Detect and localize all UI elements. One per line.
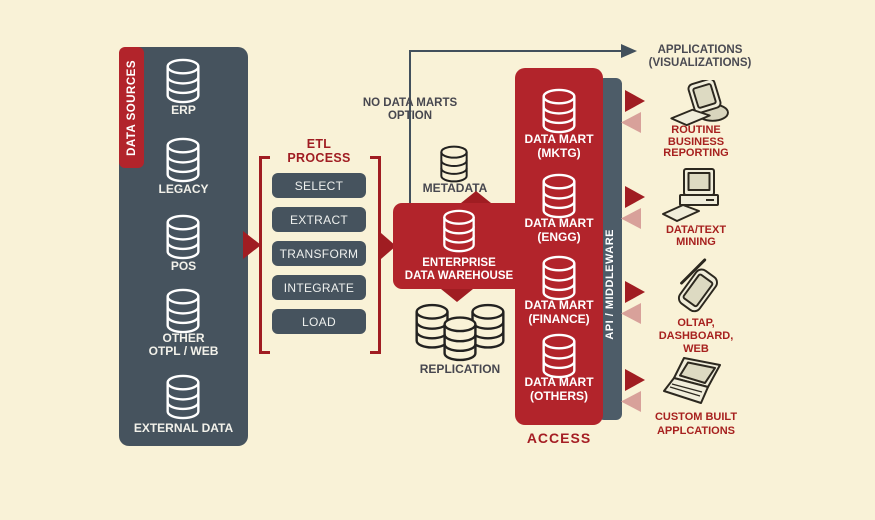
edw-to-replication-arrow (441, 289, 473, 302)
data-mart-database-icon (542, 88, 576, 134)
data-sources-tab: DATA SOURCES (119, 47, 144, 168)
etl-step-integrate: INTEGRATE (272, 275, 366, 300)
replication-label: REPLICATION (419, 362, 501, 376)
access-arrow-out-4 (625, 369, 645, 391)
database-icon (166, 214, 200, 260)
access-arrow-out-3 (625, 281, 645, 303)
laptop-icon (663, 357, 721, 404)
desktop-computer-icon (662, 168, 719, 222)
no-data-marts-line-horizontal (409, 50, 622, 52)
source-label-pos: POS (170, 259, 197, 273)
data-mart-database-icon (542, 173, 576, 219)
source-label-legacy: LEGACY (158, 182, 209, 196)
edw-box (393, 203, 525, 289)
no-data-marts-line-vertical (409, 51, 411, 203)
etl-step-select: SELECT (272, 173, 366, 198)
pda-icon (677, 258, 718, 313)
source-label-erp: ERP (171, 103, 196, 117)
database-icon (166, 288, 200, 334)
data-mart-database-icon (542, 333, 576, 379)
etl-bracket-right (370, 156, 381, 354)
data-mart-label-finance: DATA MART (FINANCE) (524, 298, 594, 326)
api-middleware-label: API / MIDDLEWARE (604, 228, 616, 340)
data-mart-label-others: DATA MART (OTHERS) (524, 375, 594, 403)
application-label-custom: CUSTOM BUILT APPLCATIONS (654, 411, 738, 437)
application-label-reporting: ROUTINE BUSINESS REPORTING (663, 124, 729, 159)
no-data-marts-note: NO DATA MARTS OPTION (362, 97, 458, 122)
access-arrow-out-1 (625, 90, 645, 112)
replication-databases-icon (415, 303, 505, 362)
metadata-database-icon (440, 145, 468, 183)
source-label-other: OTHER OTPL / WEB (148, 331, 219, 358)
data-mart-label-mktg: DATA MART (MKTG) (524, 132, 594, 160)
access-label: ACCESS (526, 430, 592, 446)
database-icon (166, 374, 200, 420)
data-mart-label-engg: DATA MART (ENGG) (524, 216, 594, 244)
edw-label: ENTERPRISE DATA WAREHOUSE (404, 257, 514, 282)
data-marts-box (515, 68, 603, 425)
application-label-dashboard: OLTAP, DASHBOARD, WEB (658, 317, 734, 355)
access-arrow-in-4 (621, 391, 641, 412)
data-mart-database-icon (542, 255, 576, 301)
application-label-mining: DATA/TEXT MINING (665, 224, 727, 248)
applications-heading: APPLICATIONS (VISUALIZATIONS) (648, 44, 752, 69)
etl-process-title: ETL PROCESS (287, 137, 351, 165)
etl-step-load: LOAD (272, 309, 366, 334)
etl-step-transform: TRANSFORM (272, 241, 366, 266)
source-label-external: EXTERNAL DATA (133, 421, 234, 435)
workstation-icon (670, 80, 729, 127)
metadata-label: METADATA (422, 181, 488, 195)
database-icon (166, 137, 200, 183)
edw-database-icon (443, 209, 475, 253)
etl-bracket-left (259, 156, 270, 354)
database-icon (166, 58, 200, 104)
etl-step-extract: EXTRACT (272, 207, 366, 232)
access-arrow-out-2 (625, 186, 645, 208)
